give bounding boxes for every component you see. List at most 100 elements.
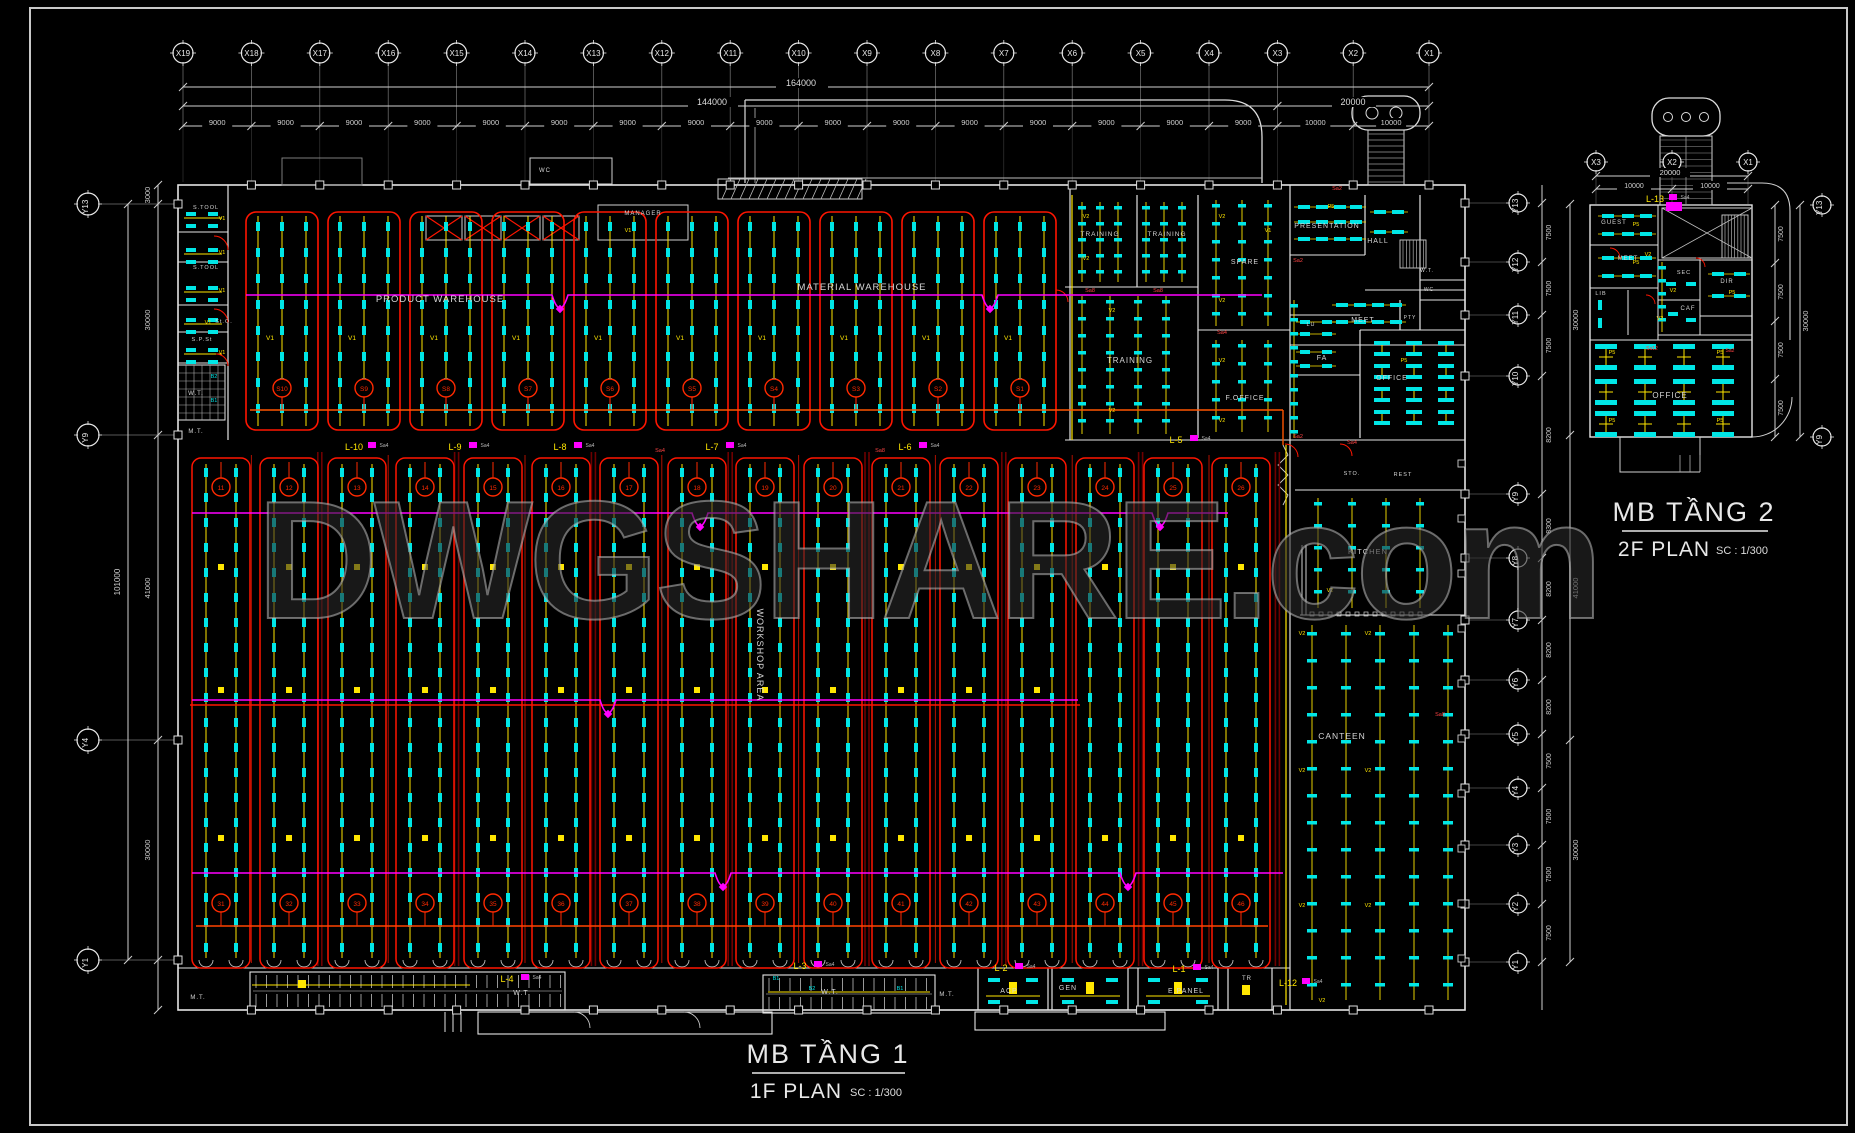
grid-bubble-label: Y10 — [1511, 371, 1520, 386]
fixture-code: P5 — [1401, 358, 1408, 364]
room-label: W.T. — [188, 391, 204, 397]
circuit-tag-label: 44 — [1101, 901, 1109, 908]
room-label: KITCHEN — [1348, 547, 1388, 556]
dimension-label: 10000 — [1305, 118, 1326, 127]
circuit-tag-label: 13 — [353, 485, 361, 492]
room-label: S.P.St — [192, 337, 213, 343]
grid-bubble-label: X5 — [1136, 49, 1146, 58]
fixture-code: P5 — [1328, 204, 1335, 210]
fixture-code: V2 — [1219, 298, 1226, 304]
fixture-code: V2 — [1299, 631, 1306, 637]
circuit-loop — [667, 457, 727, 969]
fixture-code: Sa8 — [1085, 288, 1095, 294]
circuit-loop — [409, 211, 483, 431]
fixture-code: V2 — [1657, 316, 1664, 322]
dimension-label: 7500 — [1546, 338, 1553, 354]
room-label: CAF — [1681, 306, 1696, 312]
plan1-scale: SC : 1/300 — [850, 1087, 902, 1099]
grid-bubble-label: Y13 — [1815, 200, 1824, 215]
dimension-label: 9000 — [209, 118, 226, 127]
dimension-label: 30000 — [1571, 840, 1580, 861]
room-label: W.T. — [821, 989, 839, 996]
plan1-title: MB TẦNG 1 — [746, 1038, 909, 1069]
fixture-code: V1 — [840, 335, 848, 342]
dimension-label: 30000 — [1801, 311, 1810, 332]
dimension-label: 7500 — [1778, 284, 1785, 300]
room-label: TRAINING — [1147, 231, 1186, 238]
circuit-tag-label: S5 — [688, 386, 696, 393]
dimension-label: 144000 — [697, 97, 727, 107]
fixture-code: V1 — [1004, 335, 1012, 342]
building-walls — [177, 95, 1793, 1035]
fixture-code: V1 — [625, 228, 632, 234]
fixture-code: V2 — [1319, 998, 1326, 1004]
dimension-label: 3000 — [143, 187, 152, 204]
fixture-code: V1 — [266, 335, 274, 342]
dimension-label: 7500 — [1778, 342, 1785, 358]
room-label: STO. — [1344, 471, 1361, 477]
circuit-tag-label: 19 — [761, 485, 769, 492]
fixture-code: Sa4 — [931, 443, 940, 449]
fixture-code: Sa4 — [1205, 965, 1214, 971]
dimension-label: 7500 — [1546, 809, 1553, 825]
fixture-code: B2 — [211, 374, 218, 380]
dimension-label: 7500 — [1778, 226, 1785, 242]
circuit-tag-label: 40 — [829, 901, 837, 908]
grid-bubble-label: Y2 — [1511, 901, 1520, 911]
circuit-loop — [1075, 457, 1135, 969]
circuit-tag-label: S10 — [276, 386, 288, 393]
circuit-loops — [191, 211, 1706, 969]
panel-label: L-8 — [553, 442, 566, 452]
circuit-tag-label: 12 — [285, 485, 293, 492]
grid-bubble-label: X6 — [1067, 49, 1077, 58]
room-label: WC — [539, 168, 551, 174]
room-label: SPARE — [1231, 259, 1259, 266]
circuit-tag-label: 25 — [1169, 485, 1177, 492]
fixture-code: V2 — [1219, 418, 1226, 424]
panel-label: L-9 — [448, 442, 461, 452]
dimension-label: 101000 — [113, 568, 122, 595]
room-label: MATERIAL WAREHOUSE — [797, 282, 926, 293]
room-label: LU — [1306, 322, 1315, 328]
dimension-label: 8200 — [1546, 581, 1553, 597]
fixture-code: V1 — [219, 288, 226, 294]
fixture-code: V2 — [1299, 903, 1306, 909]
grid-bubble-label: Y9 — [81, 432, 90, 442]
dimension-label: 9000 — [893, 118, 910, 127]
fixture-code: V1 — [512, 335, 520, 342]
grid-bubble-label: Y4 — [1511, 785, 1520, 795]
circuit-loop — [191, 457, 251, 969]
circuit-tag-label: 22 — [965, 485, 973, 492]
circuit-loop — [395, 457, 455, 969]
circuit-tag-label: 39 — [761, 901, 769, 908]
grid-bubble-label: X14 — [518, 49, 533, 58]
fixture-code: P5 — [1729, 290, 1736, 296]
feeder-line — [246, 294, 1262, 309]
grid-bubble-label: X16 — [381, 49, 396, 58]
fixture-code: V1 — [219, 216, 226, 222]
room-label: WORKSHOP AREA — [755, 609, 765, 702]
circuit-tag-label: S1 — [1016, 386, 1024, 393]
fixture-code: V2 — [1299, 768, 1306, 774]
dimension-label: 8300 — [1546, 518, 1553, 534]
power-buses — [190, 409, 1284, 927]
circuit-tag-label: S3 — [852, 386, 860, 393]
panel-label: L-7 — [705, 442, 718, 452]
dimension-label: 8200 — [1546, 699, 1553, 715]
room-label: PRODUCT WAREHOUSE — [376, 294, 504, 305]
grid-bubble-label: X19 — [176, 49, 191, 58]
panel-label: L-4 — [500, 974, 513, 984]
circuit-tag-label: 31 — [217, 901, 225, 908]
dimension-label: 9000 — [756, 118, 773, 127]
dimension-label: 10000 — [1624, 183, 1644, 190]
grid-bubble-label: Y3 — [1511, 842, 1520, 852]
circuit-loop — [327, 457, 387, 969]
dimension-label: 9000 — [551, 118, 568, 127]
fixture-code: Sa4 — [533, 975, 542, 981]
grid-bubble-label: X15 — [449, 49, 464, 58]
fixture-code: Sa8 — [1435, 712, 1445, 718]
panel-label: L-5 — [1169, 435, 1182, 445]
circuit-tag-label: 16 — [557, 485, 565, 492]
fixture-code: Sa4 — [1202, 436, 1211, 442]
